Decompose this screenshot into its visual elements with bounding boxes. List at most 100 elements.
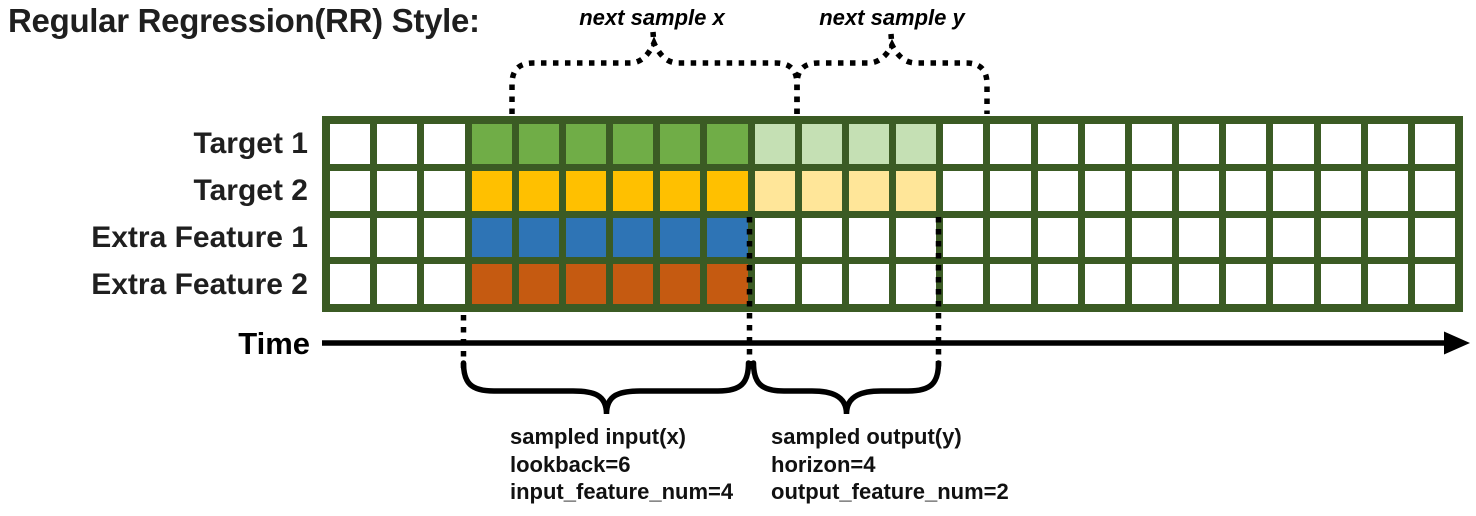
row-label-extra-feature-2: Extra Feature 2	[91, 268, 308, 301]
row-label-target-2: Target 2	[193, 174, 308, 207]
grid-cell	[1414, 170, 1455, 211]
grid-cell	[707, 217, 748, 258]
grid-cell	[377, 170, 418, 211]
grid-cell	[1226, 124, 1267, 164]
grid-cell	[424, 264, 465, 304]
grid-cell	[1131, 170, 1172, 211]
grid-cell	[1414, 217, 1455, 258]
diagram-title: Regular Regression(RR) Style:	[8, 2, 480, 39]
grid-cell	[1037, 217, 1078, 258]
grid-cell	[1273, 170, 1314, 211]
next-sample-y-label: next sample y	[819, 5, 965, 30]
grid-cell	[565, 264, 606, 304]
horizon-value: horizon=4	[771, 451, 876, 477]
grid-cell	[660, 124, 701, 164]
grid-cell	[1226, 170, 1267, 211]
grid-cell	[1273, 217, 1314, 258]
input-feature-num-value: input_feature_num=4	[510, 479, 734, 504]
grid-cell	[660, 170, 701, 211]
grid-cell	[518, 124, 559, 164]
grid-cell	[330, 217, 371, 258]
next-sample-y-tick	[888, 33, 895, 49]
grid-cell	[565, 170, 606, 211]
grid-cell	[424, 217, 465, 258]
grid-cell	[1131, 264, 1172, 304]
grid-cell	[377, 124, 418, 164]
grid-cell	[471, 217, 512, 258]
grid-cell	[707, 264, 748, 304]
grid-cell	[1131, 124, 1172, 164]
grid-cell	[518, 264, 559, 304]
timeline-grid	[322, 116, 1463, 312]
grid-cell	[754, 170, 795, 211]
grid-cell	[848, 124, 889, 164]
grid-cell	[660, 217, 701, 258]
grid-cell	[990, 217, 1031, 258]
grid-cell	[990, 124, 1031, 164]
grid-cell	[377, 264, 418, 304]
sampled-output-title: sampled output(y)	[771, 424, 962, 449]
sampled-output-brace	[750, 360, 942, 415]
grid-cell	[1037, 170, 1078, 211]
grid-cell	[1179, 170, 1220, 211]
grid-cell	[1367, 264, 1408, 304]
grid-cell	[1084, 217, 1125, 258]
grid-cell	[613, 217, 654, 258]
grid-cell	[1367, 124, 1408, 164]
grid-cell	[1367, 217, 1408, 258]
grid-cell	[1320, 217, 1361, 258]
grid-cell	[754, 217, 795, 258]
grid-cell	[707, 170, 748, 211]
grid-cell	[707, 124, 748, 164]
grid-cell	[896, 124, 937, 164]
grid-cell	[848, 217, 889, 258]
grid-cell	[1414, 264, 1455, 304]
grid-cell	[330, 264, 371, 304]
grid-cell	[1084, 264, 1125, 304]
grid-cell	[754, 124, 795, 164]
grid-cell	[1037, 124, 1078, 164]
grid-cell	[896, 264, 937, 304]
grid-cell	[1320, 170, 1361, 211]
next-sample-x-label: next sample x	[579, 5, 725, 30]
next-sample-y-brace	[794, 38, 990, 114]
grid-cell	[565, 124, 606, 164]
grid-cell	[1131, 217, 1172, 258]
grid-cell	[848, 170, 889, 211]
grid-cell	[801, 124, 842, 164]
next-sample-x-tick	[650, 31, 657, 47]
grid-cell	[1084, 170, 1125, 211]
grid-cell	[1320, 264, 1361, 304]
grid-cell	[1414, 124, 1455, 164]
grid-cell	[1367, 170, 1408, 211]
grid-cell	[471, 264, 512, 304]
grid-cell	[377, 217, 418, 258]
grid-cell	[1273, 124, 1314, 164]
grid-cell	[330, 124, 371, 164]
grid-cell	[1084, 124, 1125, 164]
grid-cell	[518, 170, 559, 211]
grid-cell	[943, 170, 984, 211]
grid-cell	[848, 264, 889, 304]
grid-cell	[424, 124, 465, 164]
grid-cell	[896, 217, 937, 258]
grid-cell	[801, 217, 842, 258]
sampled-input-title: sampled input(x)	[510, 424, 687, 449]
grid-cell	[1037, 264, 1078, 304]
grid-cell	[471, 170, 512, 211]
grid-cell	[990, 170, 1031, 211]
time-axis-label: Time	[238, 326, 310, 361]
row-label-target-1: Target 1	[193, 127, 308, 160]
time-axis-arrowhead	[1444, 331, 1470, 355]
grid-cell	[1226, 264, 1267, 304]
grid-cell	[424, 170, 465, 211]
grid-cell	[990, 264, 1031, 304]
sampled-input-brace	[460, 360, 752, 415]
grid-cell	[1179, 217, 1220, 258]
lookback-value: lookback=6	[510, 451, 631, 477]
grid-cell	[565, 217, 606, 258]
next-sample-x-brace	[509, 36, 800, 114]
grid-cell	[943, 264, 984, 304]
grid-cell	[943, 217, 984, 258]
